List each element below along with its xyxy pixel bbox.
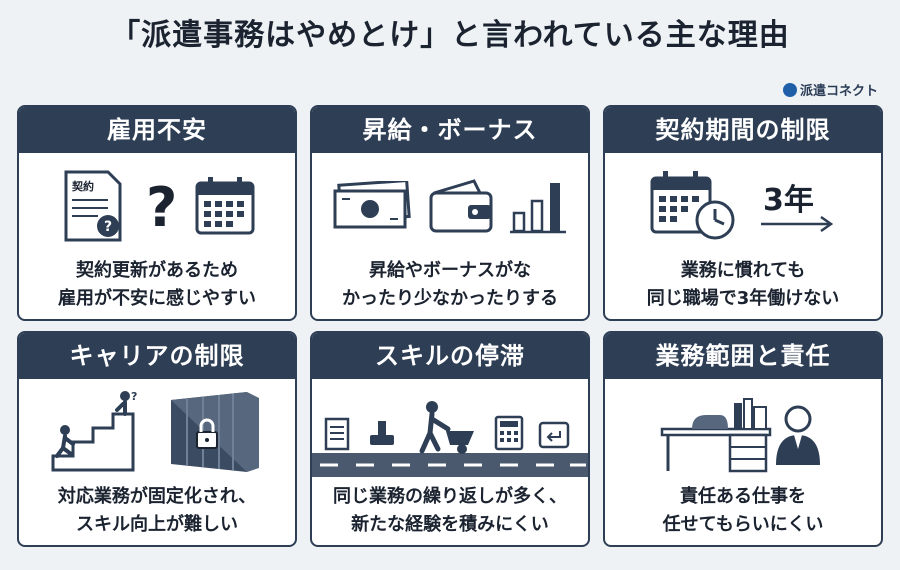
card-line: 業務に慣れても [680,260,806,281]
card-description: 対応業務が固定化され、 スキル向上が難しい [19,483,295,539]
cash-icon [333,181,411,229]
logo-icon [782,82,797,97]
three-years-label: 3年 [763,183,814,218]
card-illustration [312,161,588,251]
card-skill-stagnation: スキルの停滞 [310,331,590,547]
card-title: 契約期間の制限 [605,107,881,153]
card-line: スキル向上が難しい [76,514,238,535]
locked-wall-icon [171,392,259,472]
card-line: 任せてもらいにくい [662,514,824,535]
card-description: 昇給やボーナスがな かったり少なかったりする [312,257,588,313]
card-description: 同じ業務の繰り返しが多く、 新たな経験を積みにくい [312,483,588,539]
card-line: 責任ある仕事を [680,486,806,507]
card-raise-bonus: 昇給・ボーナス 昇給やボーナスがな [310,105,590,321]
card-line: 対応業務が固定化され、 [57,486,257,507]
card-title: キャリアの制限 [19,333,295,379]
card-title: スキルの停滞 [312,333,588,379]
card-title: 雇用不安 [19,107,295,153]
conveyor-worker-icon [312,401,588,477]
card-career-limit: キャリアの制限 ? 対応業 [17,331,297,547]
contract-document-icon: 契約 ? [64,170,122,242]
card-description: 責任ある仕事を 任せてもらいにくい [605,483,881,539]
card-illustration: 3年 [605,161,881,251]
svg-text:?: ? [146,176,177,236]
card-illustration [312,387,588,477]
card-line: かったり少なかったりする [342,288,558,309]
card-employment-insecurity: 雇用不安 契約 ? ? [17,105,297,321]
card-illustration: 契約 ? ? [19,161,295,251]
card-contract-period-limit: 契約期間の制限 3年 [603,105,883,321]
bar-chart-icon [510,183,566,234]
question-mark-icon: ? [146,176,177,236]
stairs-person-icon: ? [51,390,137,472]
card-line: 雇用が不安に感じやすい [58,288,256,309]
three-years-arrow-icon: 3年 [761,183,834,233]
desk-person-icon [660,398,820,473]
brand-logo: 派遣コネクト [782,80,878,99]
card-illustration [605,387,881,477]
card-description: 契約更新があるため 雇用が不安に感じやすい [19,257,295,313]
card-title: 昇給・ボーナス [312,107,588,153]
contract-label: 契約 [71,179,94,193]
card-illustration: ? [19,387,295,477]
card-line: 新たな経験を積みにくい [351,514,549,535]
card-title: 業務範囲と責任 [605,333,881,379]
card-line: 昇給やボーナスがな [369,260,531,281]
logo-text: 派遣コネクト [799,84,878,99]
reasons-grid: 雇用不安 契約 ? ? [17,105,883,560]
page-title: 「派遣事務はやめとけ」と言われている主な理由 [110,18,790,53]
svg-text:?: ? [131,390,137,403]
card-line: 同じ業務の繰り返しが多く、 [333,486,567,507]
svg-text:?: ? [104,219,112,235]
card-scope-responsibility: 業務範囲と責任 責任ある仕事を 任せてもらいにくい [603,331,883,547]
calendar-icon [195,177,255,235]
card-line: 同じ職場で3年働けない [646,288,840,309]
calendar-clock-icon [650,171,735,240]
card-line: 契約更新があるため [76,260,238,281]
wallet-icon [429,179,493,233]
card-description: 業務に慣れても 同じ職場で3年働けない [605,257,881,313]
